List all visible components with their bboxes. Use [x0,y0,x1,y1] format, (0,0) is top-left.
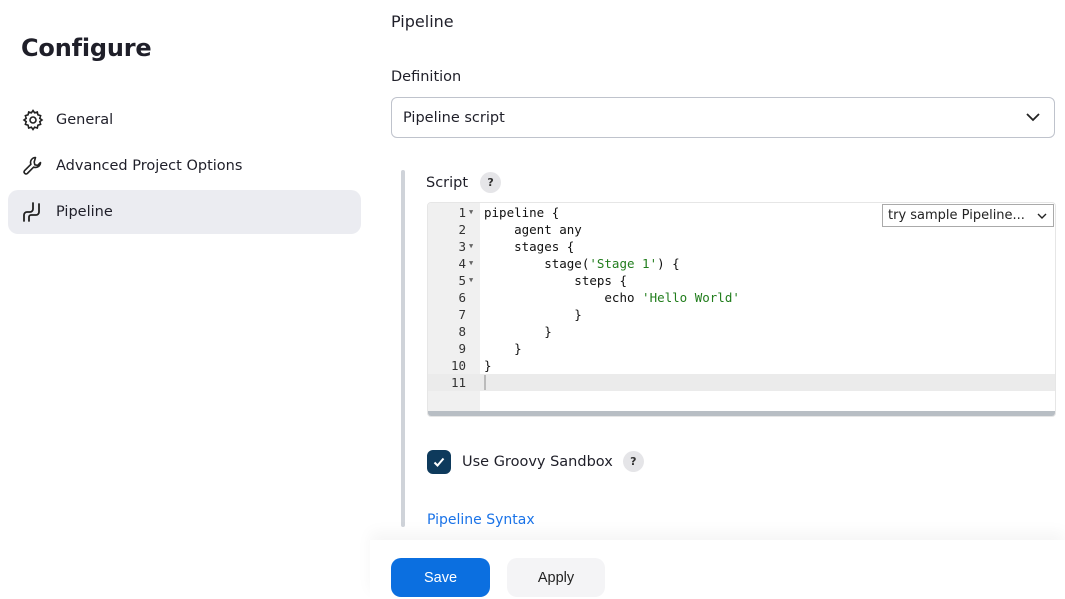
code-text: } [484,341,522,356]
wrench-icon [23,156,42,175]
chevron-down-icon [1037,213,1047,219]
text-cursor [484,375,486,390]
line-number: 1 [458,205,466,220]
sample-pipeline-select[interactable]: try sample Pipeline... [882,204,1054,227]
sidebar-item-advanced-project-options[interactable]: Advanced Project Options [8,144,361,188]
line-number: 3 [458,239,466,254]
code-line: 9 } [428,340,1055,357]
script-label: Script [426,174,469,191]
line-number: 11 [450,375,466,390]
sample-pipeline-value: try sample Pipeline... [888,208,1025,223]
line-number: 2 [458,222,466,237]
apply-button[interactable]: Apply [507,558,605,597]
pipeline-icon [23,202,40,222]
fold-arrow-icon[interactable]: ▼ [469,208,474,216]
fold-arrow-icon[interactable]: ▼ [469,242,474,250]
save-button[interactable]: Save [391,558,490,597]
code-text: stages { [484,239,575,254]
sidebar-item-general[interactable]: General [8,98,361,142]
line-number: 4 [458,256,466,271]
check-icon [433,457,445,467]
code-line: 11 [428,374,1055,391]
code-line: 10} [428,357,1055,374]
code-line: 7 } [428,306,1055,323]
code-line: 3▼ stages { [428,238,1055,255]
groovy-sandbox-checkbox[interactable] [427,450,451,474]
line-number: 8 [458,324,466,339]
sandbox-help-button[interactable]: ? [622,451,644,472]
script-help-button[interactable]: ? [480,172,502,193]
code-line: 1▼ pipeline { [428,204,1055,221]
code-text: } [484,324,552,339]
line-number: 6 [458,290,466,305]
section-indent-bar [401,170,405,527]
code-line: 4▼ stage('Stage 1') { [428,255,1055,272]
chevron-down-icon [1026,113,1040,122]
pipeline-syntax-link[interactable]: Pipeline Syntax [427,512,535,528]
page-title: Configure [21,34,152,62]
line-number: 7 [458,307,466,322]
sidebar-item-pipeline[interactable]: Pipeline [8,190,361,234]
code-line: 6 echo 'Hello World' [428,289,1055,306]
code-line: 2 agent any [428,221,1055,238]
code-line: 8 } [428,323,1055,340]
code-text: pipeline { [484,205,560,220]
code-text: stage('Stage 1') { [484,256,680,271]
line-number: 10 [450,358,466,373]
definition-label: Definition [391,69,462,85]
groovy-sandbox-label[interactable]: Use Groovy Sandbox [462,453,613,470]
gear-icon [22,109,44,131]
definition-value: Pipeline script [403,109,505,126]
sidebar-item-label: Advanced Project Options [56,158,243,174]
horizontal-scrollbar[interactable] [428,411,1055,416]
fold-arrow-icon[interactable]: ▼ [469,259,474,267]
sidebar-item-label: Pipeline [56,204,113,220]
code-text: } [484,358,492,373]
code-text: } [484,307,582,322]
code-text: steps { [484,273,627,288]
sidebar-item-label: General [56,112,114,128]
code-text: agent any [484,222,582,237]
definition-select[interactable]: Pipeline script [391,97,1055,138]
fold-arrow-icon[interactable]: ▼ [469,276,474,284]
line-number: 5 [458,273,466,288]
code-line: 5▼ steps { [428,272,1055,289]
line-number: 9 [458,341,466,356]
section-title: Pipeline [391,12,454,31]
code-text: echo 'Hello World' [484,290,740,305]
